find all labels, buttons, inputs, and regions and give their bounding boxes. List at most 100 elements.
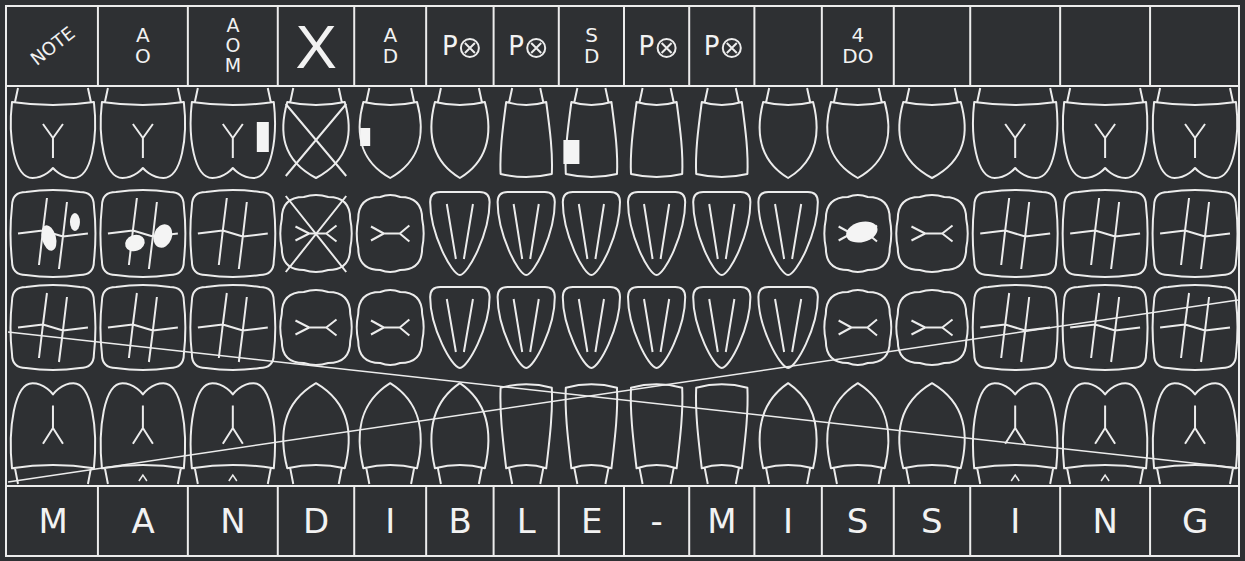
tooth-notation: S D	[584, 25, 599, 67]
chart-letter: I	[1010, 504, 1020, 540]
cell-divider	[821, 6, 823, 86]
tooth-outline	[498, 192, 555, 275]
tooth-outline	[1153, 190, 1238, 277]
tooth-outline	[563, 192, 620, 275]
tooth-outline	[280, 195, 351, 272]
cell-divider	[97, 6, 99, 86]
circled-x-mark	[527, 39, 545, 57]
tooth-notation: A O	[135, 25, 151, 67]
tooth-notation: A D	[383, 25, 398, 67]
cell-divider	[1149, 486, 1151, 556]
cell-divider	[558, 486, 560, 556]
cell-divider	[493, 6, 495, 86]
tooth-outline	[190, 190, 275, 277]
tooth-outline	[628, 192, 685, 275]
filling-mark	[257, 122, 269, 152]
tooth-outline	[631, 88, 683, 177]
cell-divider	[969, 6, 971, 86]
chart-letter: L	[517, 504, 536, 540]
cell-divider	[753, 486, 755, 556]
circled-x-mark	[465, 43, 475, 53]
tooth-outline	[357, 195, 424, 272]
tooth-notation: P	[639, 33, 655, 60]
cell-divider	[277, 6, 279, 86]
tooth-outline	[758, 287, 817, 368]
tooth-outline	[11, 88, 95, 178]
cell-divider	[558, 6, 560, 86]
extraction-cross	[286, 196, 346, 272]
chart-letter: M	[38, 504, 67, 540]
tooth-outline	[973, 285, 1058, 370]
filling-mark	[563, 140, 579, 164]
cell-divider	[969, 486, 971, 556]
chart-letter: E	[581, 504, 602, 540]
tooth-outline	[824, 195, 891, 272]
tooth-notation: P	[508, 33, 524, 60]
tooth-outline	[357, 290, 424, 365]
tooth-notation: A O M	[225, 16, 241, 76]
tooth-outline	[191, 383, 275, 484]
tooth-notation: P	[704, 33, 720, 60]
tooth-outline	[973, 88, 1057, 178]
chart-letter: G	[1182, 504, 1208, 540]
tooth-outline	[100, 190, 185, 277]
tooth-outline	[628, 287, 685, 368]
circled-x-mark	[531, 43, 541, 53]
tooth-outline	[760, 88, 817, 178]
upper-buccal-row	[11, 88, 1237, 178]
row-rule	[6, 85, 1239, 87]
cell-divider	[753, 6, 755, 86]
cell-divider	[893, 486, 895, 556]
cell-divider	[97, 486, 99, 556]
cell-divider	[1059, 486, 1061, 556]
cell-divider	[1149, 6, 1151, 86]
chart-letter: D	[303, 504, 329, 540]
tooth-outline	[431, 383, 488, 484]
filling-mark	[123, 232, 147, 254]
tooth-outline	[827, 88, 888, 178]
tooth-outline	[899, 88, 964, 178]
strike-line	[8, 332, 1238, 468]
cell-divider	[425, 486, 427, 556]
chart-letter: N	[220, 504, 245, 540]
tooth-outline	[896, 195, 967, 272]
tooth-outline	[631, 384, 683, 484]
chart-letter: A	[131, 504, 154, 540]
filling-mark	[844, 218, 880, 246]
chart-letter: S	[847, 504, 869, 540]
cell-divider	[688, 486, 690, 556]
tooth-outline	[1153, 88, 1237, 178]
filling-mark	[360, 128, 370, 146]
strike-line	[8, 300, 1238, 482]
tooth-notation: 4 DO	[842, 25, 873, 67]
tooth-outline	[1153, 285, 1238, 370]
chart-letter: I	[783, 504, 793, 540]
chart-letter: M	[707, 504, 736, 540]
chart-letter: B	[448, 504, 471, 540]
tooth-outline	[100, 285, 185, 370]
tooth-outline	[1063, 88, 1147, 178]
tooth-outline	[191, 88, 275, 178]
tooth-outline	[973, 190, 1058, 277]
cell-divider	[493, 486, 495, 556]
root-mark	[1011, 475, 1019, 481]
lower-buccal-row	[11, 383, 1237, 484]
tooth-outline	[696, 384, 748, 484]
tooth-outline	[283, 88, 348, 178]
tooth-outline	[1063, 285, 1148, 370]
cell-divider	[893, 6, 895, 86]
upper-occlusal-row	[11, 190, 1238, 277]
circled-x-mark	[461, 39, 479, 57]
tooth-outline	[430, 192, 489, 275]
tooth-outline	[758, 192, 817, 275]
tooth-outline	[498, 287, 555, 368]
note-heading: NOTE	[27, 23, 78, 69]
tooth-outline	[360, 383, 421, 484]
cell-divider	[623, 486, 625, 556]
cell-divider	[623, 6, 625, 86]
tooth-outline	[827, 383, 888, 484]
tooth-outline	[1153, 383, 1237, 484]
tooth-outline	[360, 88, 421, 178]
